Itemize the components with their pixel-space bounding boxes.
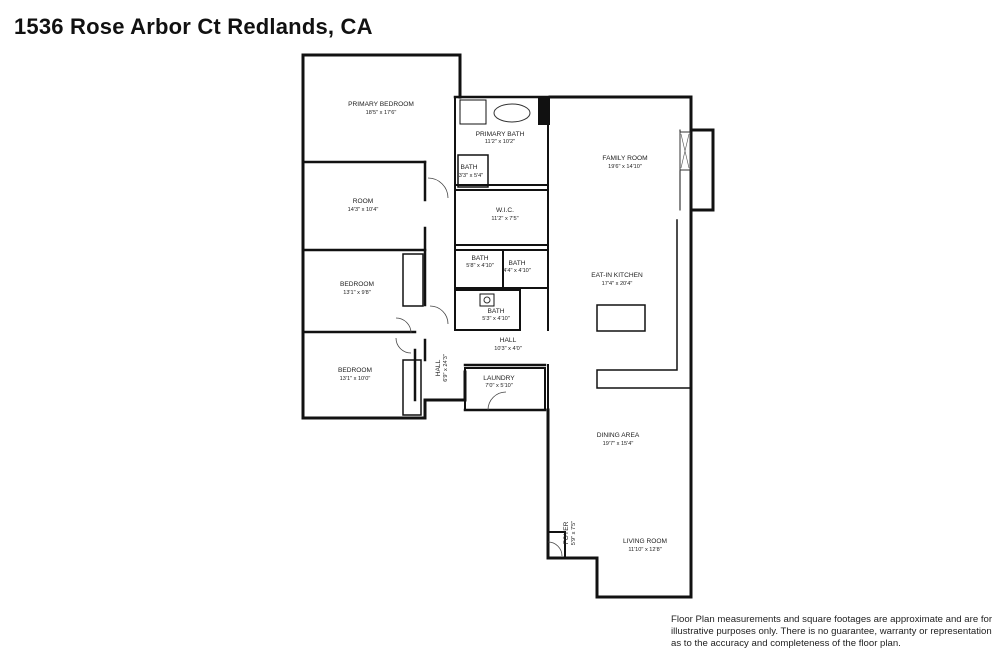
room-name-living-room: LIVING ROOM: [623, 538, 667, 545]
disclaimer-line-3: as to the accuracy and completeness of t…: [671, 638, 901, 649]
room-name-kitchen: EAT-IN KITCHEN: [591, 272, 643, 279]
room-dims-bath-2: 5'8" x 4'10": [466, 263, 494, 269]
room-name-family-room: FAMILY ROOM: [602, 155, 647, 162]
room-dims-laundry: 7'0" x 5'10": [485, 383, 513, 389]
room-dims-wic: 11'2" x 7'5": [491, 216, 518, 222]
room-dims-room: 14'3" x 10'4": [348, 207, 379, 213]
room-name-primary-bath: PRIMARY BATH: [476, 131, 525, 138]
room-name-bath-3: BATH: [508, 260, 525, 267]
floor-plan-disclaimer: Floor Plan measurements and square foota…: [671, 614, 1005, 650]
room-dims-primary-bedroom: 18'5" x 17'6": [366, 110, 397, 116]
room-dims-living-room: 11'10" x 12'8": [628, 547, 661, 553]
room-dims-hall-1: 10'3" x 4'0": [494, 346, 522, 352]
room-dims-bath-1: 3'3" x 5'4": [459, 173, 483, 179]
room-name-foyer: FOYER: [563, 521, 570, 544]
room-dims-dining: 19'7" x 15'4": [603, 441, 634, 447]
room-name-wic: W.I.C.: [496, 207, 514, 214]
room-name-bath-4: BATH: [487, 308, 504, 315]
walls: [301, 53, 715, 599]
room-name-dining: DINING AREA: [597, 432, 640, 439]
disclaimer-line-2: illustrative purposes only. There is no …: [671, 626, 992, 637]
room-name-bath-1: BATH: [460, 164, 477, 171]
room-dims-bedroom-1: 13'1" x 9'8": [343, 290, 371, 296]
room-dims-foyer: 5'9" x 7'5": [571, 521, 577, 545]
room-dims-bedroom-2: 13'1" x 10'0": [340, 376, 371, 382]
room-name-hall-2: HALL: [435, 359, 442, 376]
room-dims-hall-2: 6'9" x 24'3": [443, 354, 449, 382]
room-dims-kitchen: 17'4" x 20'4": [602, 281, 633, 287]
room-dims-bath-4: 5'3" x 4'10": [482, 316, 510, 322]
property-address-title: 1536 Rose Arbor Ct Redlands, CA: [14, 14, 373, 39]
room-dims-family-room: 19'6" x 14'10": [608, 164, 642, 170]
room-dims-bath-3: 4'4" x 4'10": [503, 268, 531, 274]
disclaimer-line-1: Floor Plan measurements and square foota…: [671, 614, 993, 625]
room-name-bath-2: BATH: [471, 255, 488, 262]
room-name-bedroom-2: BEDROOM: [338, 367, 372, 374]
room-name-primary-bedroom: PRIMARY BEDROOM: [348, 101, 414, 108]
room-name-laundry: LAUNDRY: [483, 375, 515, 382]
room-name-bedroom-1: BEDROOM: [340, 281, 374, 288]
room-dims-primary-bath: 11'2" x 10'2": [485, 139, 515, 145]
room-name-room: ROOM: [353, 198, 374, 205]
room-name-hall-1: HALL: [500, 337, 517, 344]
